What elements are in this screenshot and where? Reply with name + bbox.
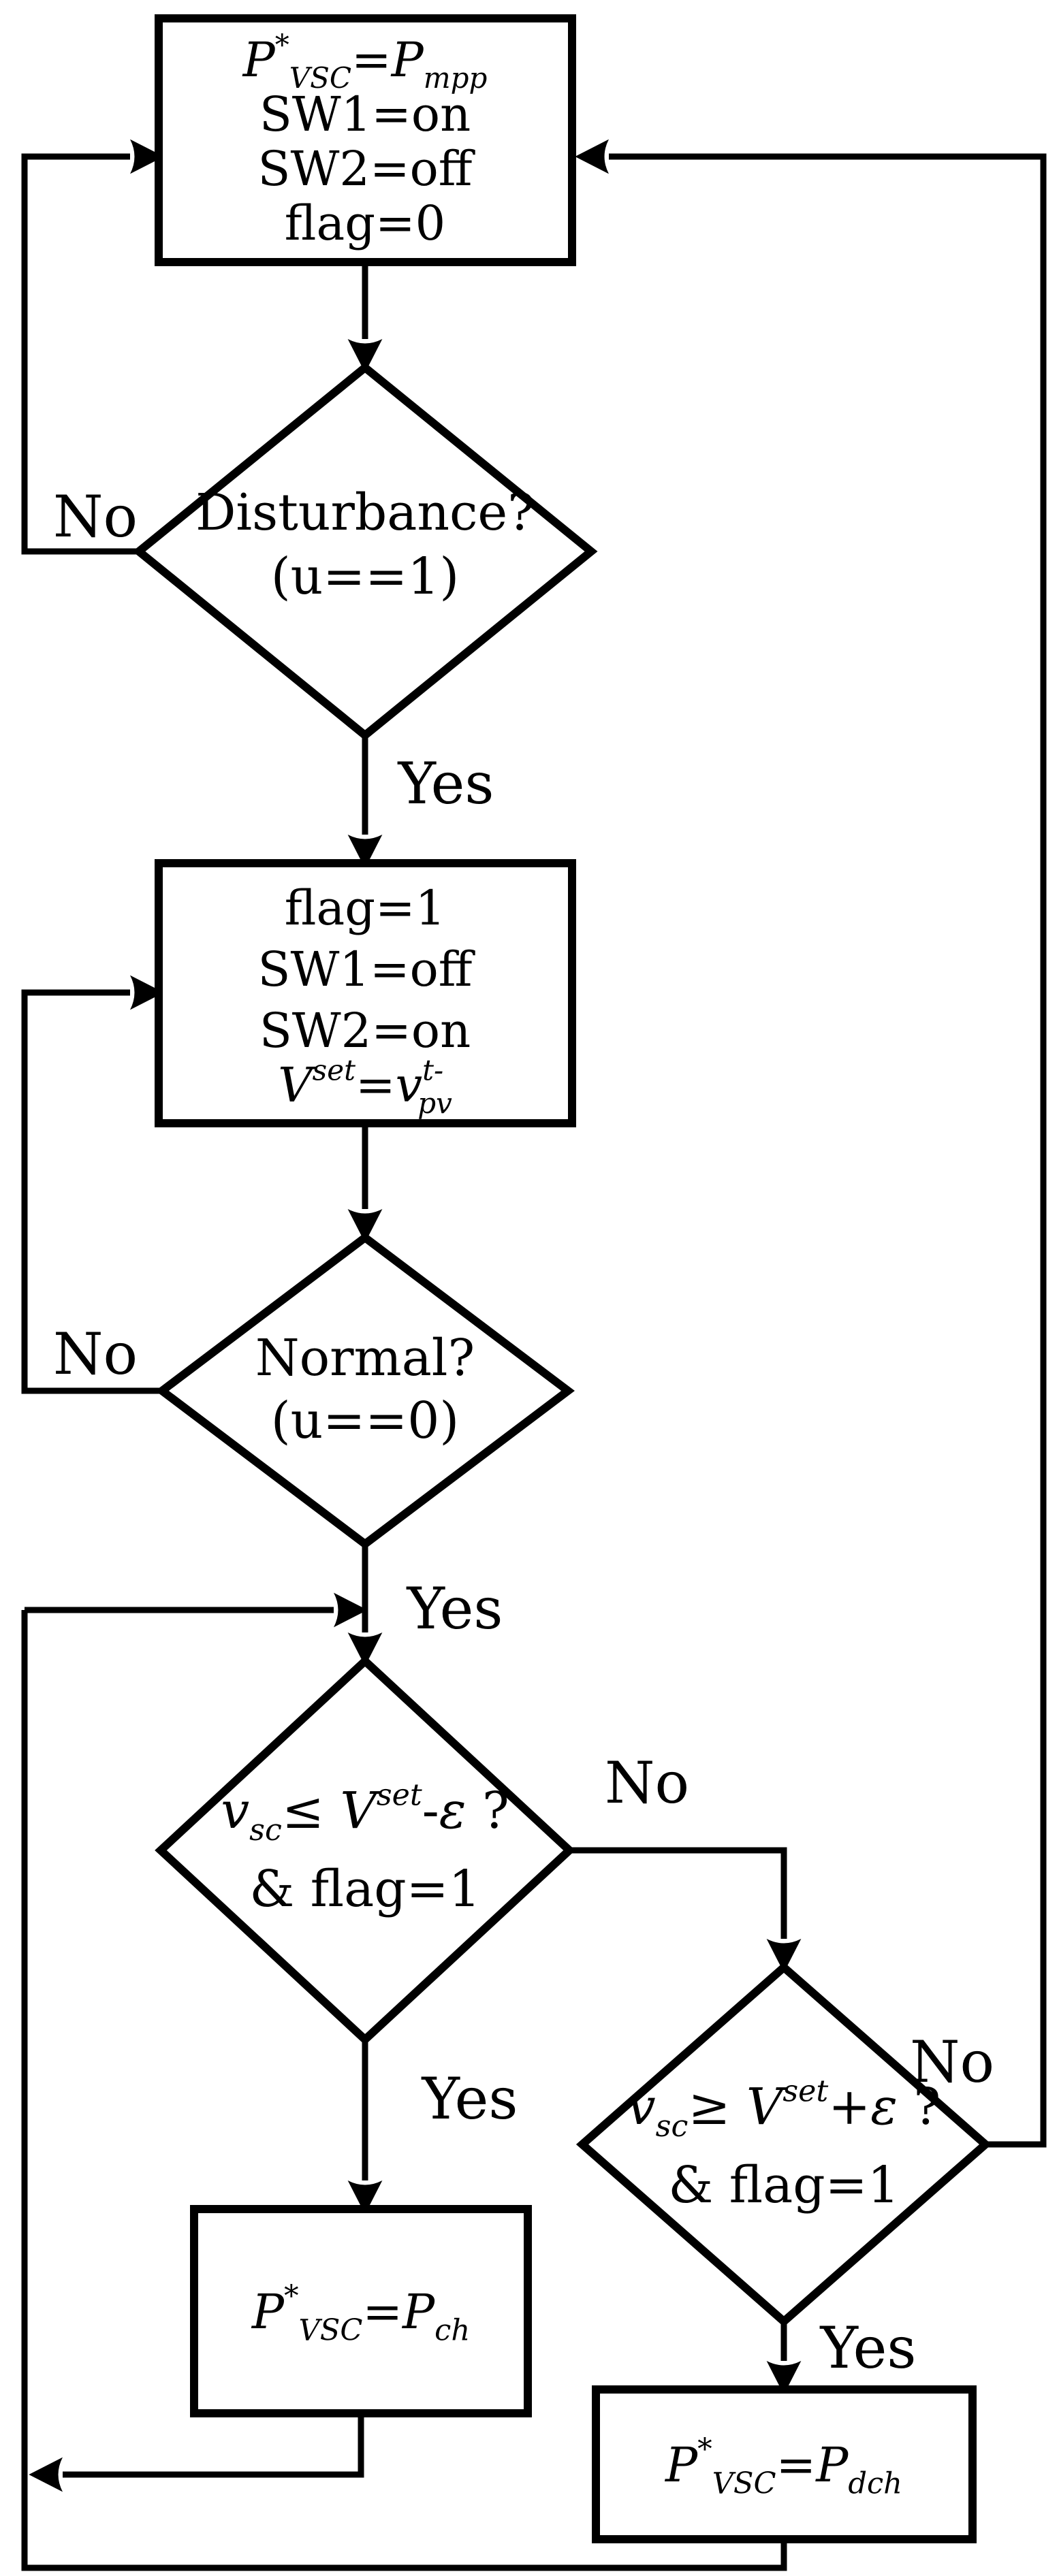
edge-charge-no <box>569 1847 802 1973</box>
event-box-shape <box>155 859 576 1127</box>
label-charge-yes: Yes <box>422 2065 518 2132</box>
charge-diamond-shape <box>155 1655 575 2046</box>
discharge-decision-line-1: vsc≥ Vset+ε ? <box>627 2074 941 2144</box>
mppt-box-line-1: P*VSC=Pmpp <box>242 29 488 95</box>
charge-decision-line-2: & flag=1 <box>249 1860 480 1918</box>
decision-discharge: vsc≥ Vset+ε ? & flag=1 <box>575 1962 992 2327</box>
normal-diamond-shape <box>155 1232 575 1549</box>
label-disturbance-no: No <box>53 483 138 550</box>
label-normal-no: No <box>53 1321 138 1387</box>
mppt-box-line-2: SW1=on <box>259 86 471 142</box>
disturbance-line-2: (u==1) <box>271 547 460 606</box>
mppt-box-line-3: SW2=off <box>258 141 475 197</box>
edge-charge-box-return <box>29 2413 364 2492</box>
charge-box-line-1: P*VSC=Pch <box>251 2280 470 2348</box>
normal-line-1: Normal? <box>255 1329 475 1387</box>
discharge-box-shape <box>592 2385 977 2543</box>
label-discharge-yes: Yes <box>820 2315 917 2381</box>
edge-normal-no-loop <box>21 975 164 1394</box>
charge-box-shape <box>190 2205 532 2417</box>
mppt-box-shape <box>155 14 576 266</box>
label-normal-yes: Yes <box>407 1575 503 1642</box>
process-charge-box: P*VSC=Pch <box>190 2205 532 2417</box>
mppt-box-line-4: flag=0 <box>285 195 445 251</box>
edge-discharge-box-return <box>21 1610 787 2571</box>
discharge-decision-line-2: & flag=1 <box>668 2156 899 2215</box>
edge-discharge-no-loop <box>575 139 1047 2148</box>
event-box-line-1: flag=1 <box>285 880 445 936</box>
discharge-diamond-shape <box>575 1962 992 2327</box>
edge-disturbance-no-loop <box>21 139 164 555</box>
event-box-line-4: Vset=vt-pv <box>278 1054 452 1120</box>
process-mppt-box: P*VSC=Pmpp SW1=on SW2=off flag=0 <box>155 14 576 266</box>
decision-charge: vsc≤ Vset-ε ? & flag=1 <box>155 1655 575 2046</box>
charge-decision-line-1: vsc≤ Vset-ε ? <box>221 1778 509 1848</box>
disturbance-line-1: Disturbance? <box>195 483 535 542</box>
event-box-line-2: SW1=off <box>258 941 475 997</box>
disturbance-diamond-shape <box>132 362 598 741</box>
event-box-line-3: SW2=on <box>259 1003 471 1059</box>
label-discharge-no: No <box>910 2029 994 2095</box>
normal-line-2: (u==0) <box>271 1391 460 1450</box>
discharge-box-line-1: P*VSC=Pdch <box>664 2433 902 2501</box>
decision-disturbance: Disturbance? (u==1) <box>132 362 598 741</box>
label-disturbance-yes: Yes <box>398 750 494 817</box>
process-event-box: flag=1 SW1=off SW2=on Vset=vt-pv <box>155 859 576 1127</box>
process-discharge-box: P*VSC=Pdch <box>592 2385 977 2543</box>
label-charge-no: No <box>605 1750 689 1816</box>
decision-normal: Normal? (u==0) <box>155 1232 575 1549</box>
